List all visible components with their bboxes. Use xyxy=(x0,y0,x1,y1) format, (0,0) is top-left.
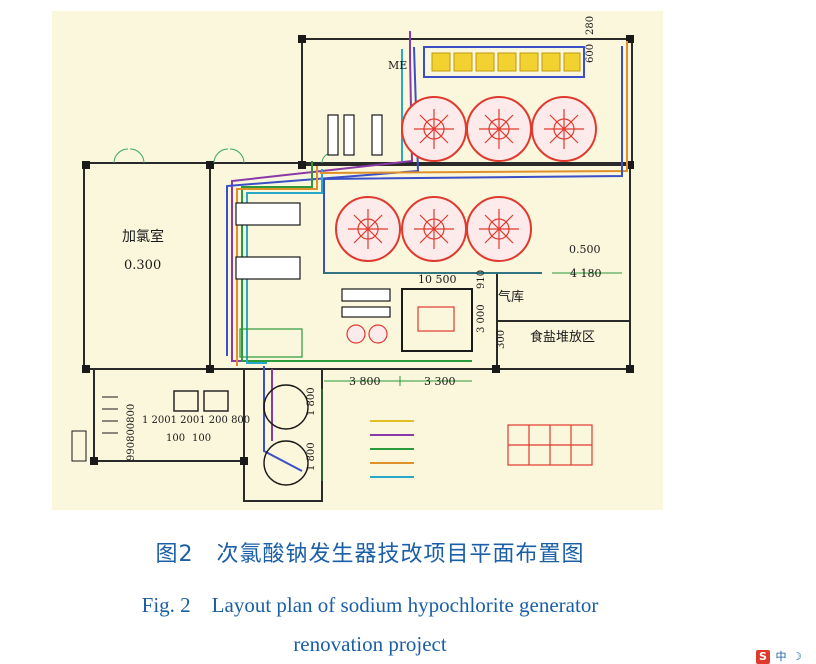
pipe-legend xyxy=(370,420,414,478)
room-label-jialv: 加氯室 xyxy=(122,228,164,245)
figure-caption-chinese: 图2 次氯酸钠发生器技改项目平面布置图 xyxy=(155,542,585,567)
dim-10500: 10 500 xyxy=(418,273,457,286)
symbol-legend xyxy=(507,424,593,466)
electrolyser-row xyxy=(423,46,585,78)
dim-280: 280 xyxy=(585,16,596,35)
dim-1800b: 1 800 xyxy=(306,442,317,471)
room-label-qiku: 气库 xyxy=(498,289,524,305)
sogou-logo-icon[interactable]: S xyxy=(756,650,770,664)
dim-100a: 100 xyxy=(166,433,185,444)
elevation-room: 0.300 xyxy=(124,258,161,273)
dim-4180: 4 180 xyxy=(570,267,602,280)
room-label-salt: 食盐堆放区 xyxy=(530,329,595,345)
ime-indicator[interactable]: S 中 ☽ xyxy=(756,648,812,664)
figure-caption-english-line2: renovation project xyxy=(293,632,447,656)
generator-units xyxy=(235,114,473,358)
dim-3000: 3 000 xyxy=(476,304,487,333)
dim-left-vertical: 990800800 xyxy=(126,404,137,461)
stair-room xyxy=(71,396,118,462)
tank-petals xyxy=(348,109,584,249)
dim-100b: 100 xyxy=(192,433,211,444)
elevation-right: 0.500 xyxy=(569,243,601,256)
figure-caption-english-line1: Fig. 2 Layout plan of sodium hypochlorit… xyxy=(141,593,599,617)
label-me: ME xyxy=(388,59,407,72)
dim-1800a: 1 800 xyxy=(306,387,317,416)
brine-tanks xyxy=(173,384,309,486)
dim-600: 600 xyxy=(585,44,596,63)
dim-3300: 3 300 xyxy=(424,375,456,388)
layout-plan-drawing: 加氯室 0.300 0.500 气库 食盐堆放区 10 500 4 180 3 … xyxy=(52,11,663,510)
structural-columns xyxy=(82,35,634,465)
ime-chinese-mode[interactable]: 中 xyxy=(775,650,787,663)
dim-3800: 3 800 xyxy=(349,375,381,388)
dim-300: 300 xyxy=(496,330,507,349)
dim-bottom-row: 1 2001 2001 200 800 xyxy=(142,415,250,426)
moon-icon[interactable]: ☽ xyxy=(792,650,802,663)
dim-910: 910 xyxy=(476,270,487,289)
building-walls xyxy=(83,38,633,502)
drawing-background xyxy=(52,11,663,510)
dimension-lines xyxy=(321,272,622,481)
